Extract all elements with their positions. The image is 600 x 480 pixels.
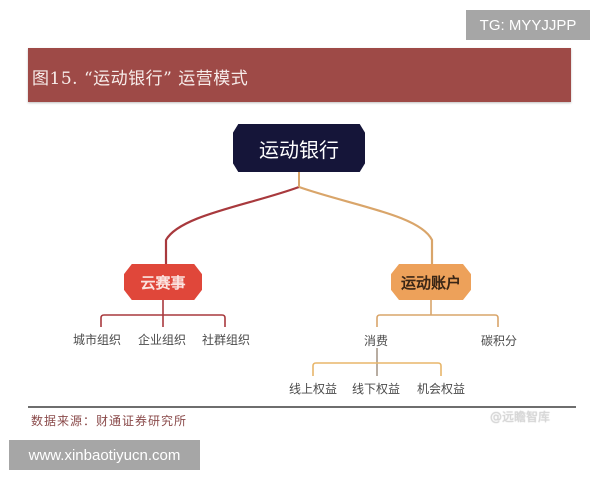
leaf-community-org: 社群组织 — [201, 333, 251, 347]
figure-title-banner: 图15. “运动银行” 运营模式 — [28, 48, 571, 102]
data-source: 数据来源：财通证券研究所 — [31, 414, 188, 428]
tg-watermark-label: TG: MYYJJPP — [466, 10, 590, 40]
leaf-offline-benefits: 线下权益 — [351, 382, 401, 396]
leaf-enterprise-org: 企业组织 — [137, 333, 187, 347]
node-sports-account-label: 运动账户 — [400, 273, 461, 292]
leaf-opportunity-benefits: 机会权益 — [416, 382, 466, 396]
leaf-consumption: 消费 — [363, 334, 389, 348]
leaf-city-org: 城市组织 — [72, 333, 122, 347]
leaf-online-benefits: 线上权益 — [288, 382, 338, 396]
node-cloud-events: 云赛事 — [124, 264, 202, 300]
node-cloud-events-label: 云赛事 — [140, 273, 186, 292]
leaf-carbon-points: 碳积分 — [480, 334, 518, 348]
url-watermark-label: www.xinbaotiyucn.com — [9, 440, 200, 470]
node-sports-account: 运动账户 — [391, 264, 471, 300]
node-sports-bank-label: 运动银行 — [259, 137, 339, 162]
platform-watermark: @远瞻智库 — [490, 410, 551, 424]
node-sports-bank: 运动银行 — [233, 124, 365, 172]
figure-title: 图15. “运动银行” 运营模式 — [32, 69, 249, 89]
footer-divider — [28, 406, 576, 408]
